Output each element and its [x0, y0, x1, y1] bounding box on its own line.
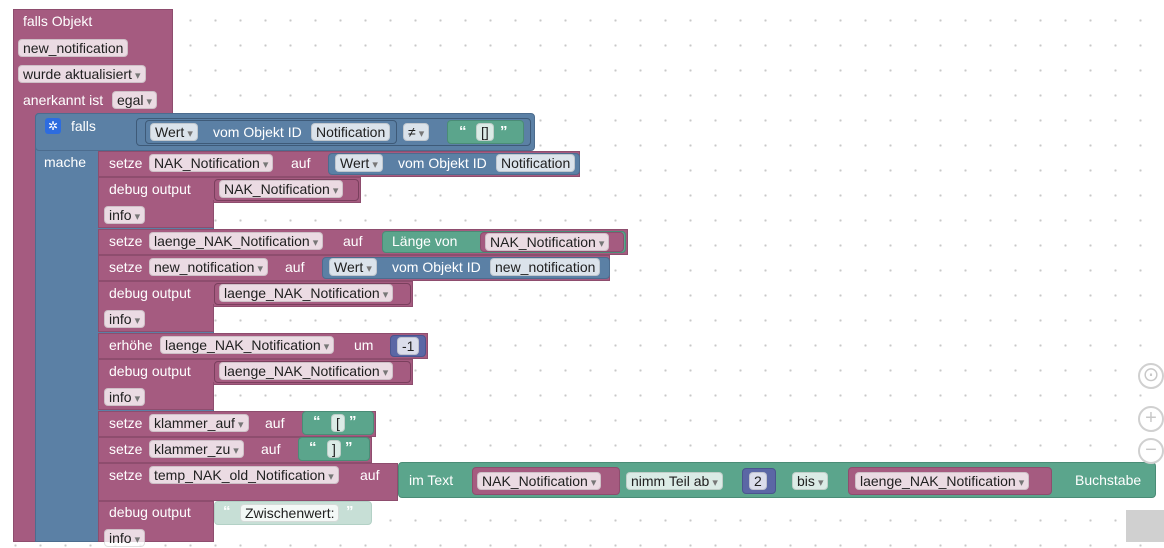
from-label: vom Objekt ID [398, 155, 487, 171]
quote-open: “ [459, 123, 467, 140]
statement-keyword: debug output [109, 285, 191, 301]
variable-dropdown[interactable]: NAK_Notification [477, 472, 602, 490]
compare-text-value[interactable]: [] [476, 123, 494, 141]
variable-dropdown[interactable]: temp_NAK_old_Notification [149, 466, 339, 484]
text-value[interactable]: Zwischenwert: [240, 504, 340, 522]
recenter-icon[interactable]: ⊙ [1138, 363, 1164, 389]
trigger-condition-dropdown[interactable]: wurde aktualisiert [18, 65, 146, 83]
text-value[interactable]: [ [331, 414, 345, 432]
zoom-out-icon[interactable]: − [1138, 438, 1164, 464]
statement-keyword: setze [109, 441, 143, 457]
statement-keyword: setze [109, 155, 143, 171]
statement-keyword: debug output [109, 181, 191, 197]
to-label: auf [261, 441, 281, 457]
cond-object-id[interactable]: Notification [311, 123, 391, 141]
statement-keyword: setze [109, 415, 143, 431]
from-label: vom Objekt ID [392, 259, 481, 275]
trigger-object-id[interactable]: new_notification [18, 39, 129, 57]
trigger-ack-label: anerkannt ist [23, 92, 104, 108]
mode-dropdown[interactable]: nimm Teil ab [626, 472, 723, 490]
operator-dropdown[interactable]: ≠ [403, 123, 430, 141]
to-label: auf [343, 233, 363, 249]
zoom-in-icon[interactable]: + [1138, 406, 1164, 432]
text-value[interactable]: ] [327, 440, 341, 458]
object-id[interactable]: Notification [496, 154, 576, 172]
quote-close: ” [345, 439, 353, 456]
cond-from-label: vom Objekt ID [213, 124, 302, 140]
to-label: auf [360, 467, 380, 483]
variable-dropdown[interactable]: laenge_NAK_Notification [219, 284, 394, 302]
by-label: um [354, 337, 374, 353]
variable-dropdown[interactable]: laenge_NAK_Notification [219, 362, 394, 380]
statement-keyword: debug output [109, 363, 191, 379]
statement-keyword: erhöhe [109, 337, 153, 353]
variable-dropdown[interactable]: laenge_NAK_Notification [149, 232, 324, 250]
variable-dropdown[interactable]: NAK_Notification [219, 180, 344, 198]
statement-keyword: setze [109, 233, 143, 249]
number-value[interactable]: -1 [397, 337, 420, 355]
cond-attr-dropdown[interactable]: Wert [150, 123, 198, 141]
if-label: falls [71, 118, 96, 134]
statement-keyword: setze [109, 259, 143, 275]
variable-dropdown[interactable]: NAK_Notification [485, 233, 610, 251]
variable-dropdown[interactable]: klammer_zu [149, 440, 244, 458]
quote-close: ” [500, 123, 508, 140]
statement-keyword: setze [109, 467, 143, 483]
trash-can-icon[interactable] [1126, 510, 1164, 542]
trigger-label: falls Objekt [23, 13, 93, 29]
quote-open: “ [313, 413, 321, 430]
object-id[interactable]: new_notification [490, 258, 601, 276]
range-dropdown[interactable]: bis [792, 472, 829, 490]
to-label: auf [285, 259, 305, 275]
attr-dropdown[interactable]: Wert [329, 258, 377, 276]
variable-dropdown[interactable]: new_notification [149, 258, 268, 276]
level-dropdown[interactable]: info [104, 310, 146, 328]
to-label: auf [291, 155, 311, 171]
quote-close: ” [349, 413, 357, 430]
variable-dropdown[interactable]: laenge_NAK_Notification [160, 336, 335, 354]
trigger-ack-dropdown[interactable]: egal [112, 91, 158, 109]
variable-dropdown[interactable]: laenge_NAK_Notification [855, 472, 1030, 490]
level-dropdown[interactable]: info [104, 206, 146, 224]
to-label: auf [265, 415, 285, 431]
quote-close: ” [346, 503, 354, 520]
quote-open: “ [309, 439, 317, 456]
attr-dropdown[interactable]: Wert [335, 154, 383, 172]
gear-icon[interactable]: ✲ [45, 118, 61, 134]
level-dropdown[interactable]: info [104, 388, 146, 406]
do-label: mache [44, 154, 87, 170]
in-text-label: im Text [409, 472, 454, 488]
variable-dropdown[interactable]: NAK_Notification [149, 154, 274, 172]
statement-keyword: debug output [109, 504, 191, 520]
level-dropdown[interactable]: info [104, 529, 146, 547]
func-label: Länge von [392, 233, 458, 249]
number-value[interactable]: 2 [749, 472, 767, 490]
quote-open: “ [223, 503, 231, 520]
suffix-label: Buchstabe [1075, 472, 1142, 488]
variable-dropdown[interactable]: klammer_auf [149, 414, 249, 432]
